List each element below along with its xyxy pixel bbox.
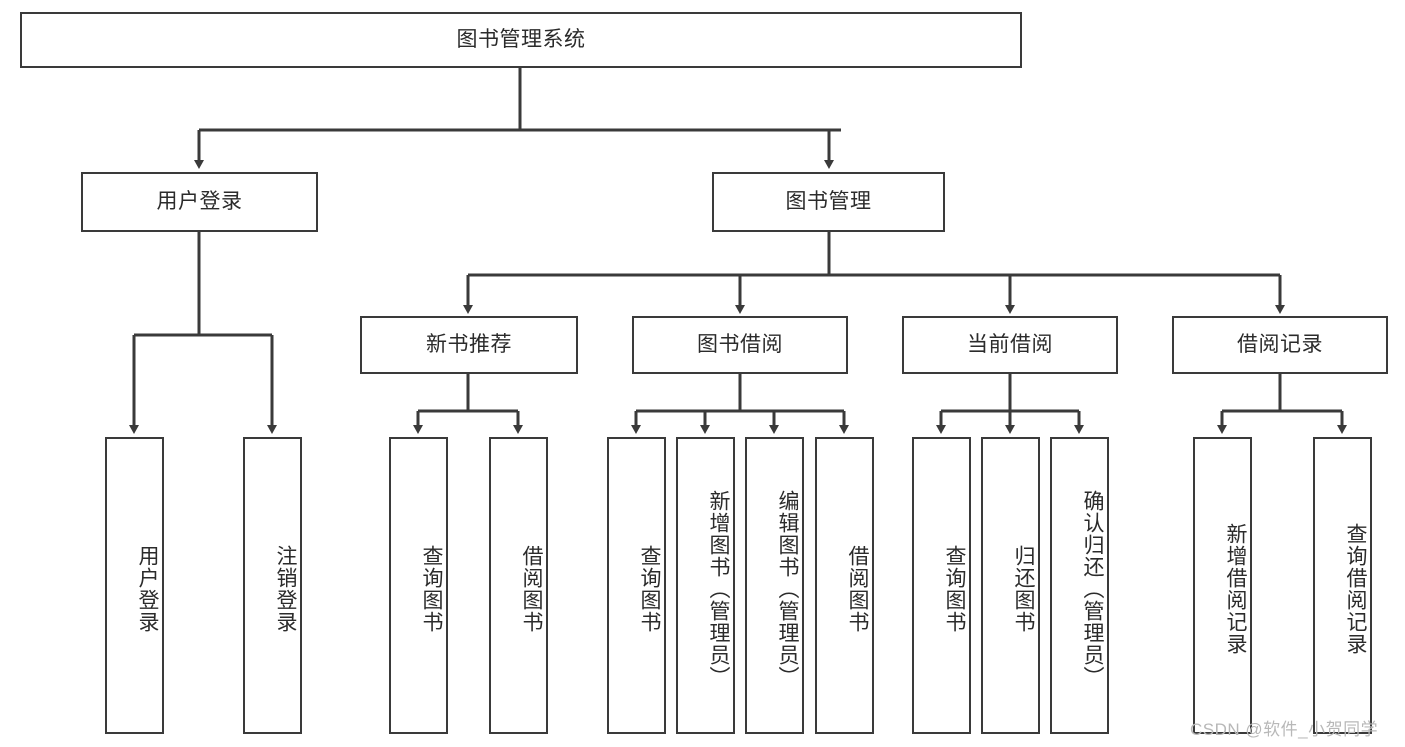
leaf-current-borrow-1[interactable]: 查询图书 — [912, 437, 971, 734]
leaf-current-borrow-3[interactable]: 确认归还（管理员） — [1050, 437, 1109, 734]
leaf-label: 借阅图书 — [846, 544, 869, 633]
leaf-label: 查询借阅记录 — [1344, 522, 1367, 655]
node-book-manage-label: 图书管理 — [785, 190, 872, 214]
leaf-label: 归还图书 — [1012, 544, 1035, 633]
leaf-label: 确认归还（管理员） — [1081, 489, 1104, 688]
node-current-borrow[interactable]: 当前借阅 — [902, 316, 1118, 374]
leaf-label: 新增借阅记录 — [1224, 522, 1247, 655]
leaf-user-login-1[interactable]: 用户登录 — [105, 437, 164, 734]
node-user-login-label: 用户登录 — [156, 190, 243, 214]
leaf-label: 注销登录 — [274, 544, 297, 633]
leaf-current-borrow-2[interactable]: 归还图书 — [981, 437, 1040, 734]
node-book-borrow-label: 图书借阅 — [697, 333, 783, 357]
leaf-borrow-record-2[interactable]: 查询借阅记录 — [1313, 437, 1372, 734]
node-user-login[interactable]: 用户登录 — [81, 172, 318, 232]
csdn-watermark: CSDN @软件_小贺同学 — [1190, 720, 1379, 739]
node-book-manage[interactable]: 图书管理 — [712, 172, 945, 232]
node-borrow-record[interactable]: 借阅记录 — [1172, 316, 1388, 374]
leaf-book-borrow-3[interactable]: 编辑图书（管理员） — [745, 437, 804, 734]
node-root-label: 图书管理系统 — [456, 28, 586, 52]
leaf-book-borrow-4[interactable]: 借阅图书 — [815, 437, 874, 734]
leaf-label: 用户登录 — [136, 544, 159, 633]
leaf-new-book-1[interactable]: 查询图书 — [389, 437, 448, 734]
leaf-borrow-record-1[interactable]: 新增借阅记录 — [1193, 437, 1252, 734]
leaf-user-login-2[interactable]: 注销登录 — [243, 437, 302, 734]
leaf-new-book-2[interactable]: 借阅图书 — [489, 437, 548, 734]
leaf-label: 新增图书（管理员） — [707, 489, 730, 688]
node-borrow-record-label: 借阅记录 — [1237, 333, 1323, 357]
leaf-book-borrow-1[interactable]: 查询图书 — [607, 437, 666, 734]
node-book-borrow[interactable]: 图书借阅 — [632, 316, 848, 374]
leaf-label: 借阅图书 — [520, 544, 543, 633]
leaf-label: 编辑图书（管理员） — [776, 489, 799, 688]
node-root[interactable]: 图书管理系统 — [20, 12, 1022, 68]
node-new-book-recommend[interactable]: 新书推荐 — [360, 316, 578, 374]
node-new-book-recommend-label: 新书推荐 — [426, 333, 512, 357]
node-current-borrow-label: 当前借阅 — [967, 333, 1053, 357]
leaf-book-borrow-2[interactable]: 新增图书（管理员） — [676, 437, 735, 734]
leaf-label: 查询图书 — [638, 544, 661, 633]
leaf-label: 查询图书 — [420, 544, 443, 633]
leaf-label: 查询图书 — [943, 544, 966, 633]
